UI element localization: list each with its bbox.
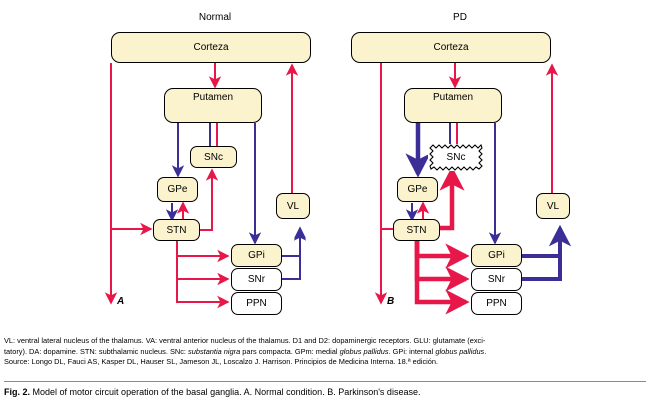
node-corteza-a[interactable]: Corteza bbox=[111, 32, 311, 63]
node-snc-a[interactable]: SNc bbox=[190, 146, 237, 168]
footnote-line-1: VL: ventral lateral nucleus of the thala… bbox=[4, 336, 646, 347]
node-label: VL bbox=[546, 200, 560, 212]
node-putamen-a[interactable]: Putamen bbox=[164, 88, 262, 123]
node-putamen-b[interactable]: Putamen bbox=[404, 88, 502, 123]
panel-b-title: PD bbox=[453, 12, 467, 23]
node-label: STN bbox=[166, 224, 187, 236]
source-text: Source: Longo DL, Fauci AS, Kasper DL, H… bbox=[4, 357, 439, 367]
footnote-text: . GPi: internal bbox=[388, 346, 436, 356]
panel-b-letter: B bbox=[387, 296, 395, 307]
node-gpe-b[interactable]: GPe bbox=[397, 177, 438, 202]
node-label: VL bbox=[286, 200, 300, 212]
node-vl-b[interactable]: VL bbox=[536, 193, 570, 219]
node-snr-b[interactable]: SNr bbox=[471, 268, 522, 291]
node-label: GPi bbox=[248, 250, 265, 261]
node-label: Putamen bbox=[192, 92, 234, 103]
footnote-italic: substantia nigra bbox=[188, 346, 241, 356]
node-label: SNr bbox=[247, 274, 266, 285]
footnote-text: . bbox=[484, 346, 487, 356]
abbreviations-footnote: VL: ventral lateral nucleus of the thala… bbox=[4, 336, 646, 368]
figure-caption: Fig. 2. Model of motor circuit operation… bbox=[4, 386, 646, 399]
node-snr-a[interactable]: SNr bbox=[231, 268, 282, 291]
jagged-border-icon bbox=[429, 144, 483, 171]
node-label: PPN bbox=[246, 298, 267, 309]
panel-a-title: Normal bbox=[198, 12, 232, 23]
node-gpi-b[interactable]: GPi bbox=[471, 244, 522, 267]
node-label: GPe bbox=[167, 184, 188, 195]
footnote-line-2: tatory). DA: dopamine. STN: subthalamic … bbox=[4, 347, 646, 358]
node-ppn-b[interactable]: PPN bbox=[471, 292, 522, 315]
node-label: Corteza bbox=[433, 42, 469, 53]
node-label: PPN bbox=[486, 298, 507, 309]
panel-a-wires bbox=[104, 63, 307, 309]
node-ppn-a[interactable]: PPN bbox=[231, 292, 282, 315]
node-stn-b[interactable]: STN bbox=[393, 219, 440, 241]
node-label: GPe bbox=[407, 184, 428, 195]
footnote-text: tatory). DA: dopamine. STN: subthalamic … bbox=[4, 346, 189, 356]
footnote-source-line: Source: Longo DL, Fauci AS, Kasper DL, H… bbox=[4, 357, 646, 368]
node-label: GPi bbox=[488, 250, 505, 261]
footnote-italic: globus pallidus bbox=[339, 346, 389, 356]
node-snc-b[interactable]: SNc bbox=[428, 144, 484, 171]
node-vl-a[interactable]: VL bbox=[276, 193, 310, 219]
node-label: Putamen bbox=[432, 92, 474, 103]
node-label: STN bbox=[406, 224, 427, 236]
node-label: Corteza bbox=[193, 42, 229, 53]
divider-top bbox=[4, 381, 646, 382]
node-corteza-b[interactable]: Corteza bbox=[351, 32, 551, 63]
footnote-text: pars compacta. GPm: medial bbox=[240, 346, 340, 356]
node-gpi-a[interactable]: GPi bbox=[231, 244, 282, 267]
panel-a-letter: A bbox=[117, 296, 125, 307]
footnote-text: VL: ventral lateral nucleus of the thala… bbox=[4, 336, 486, 345]
caption-text: Model of motor circuit operation of the … bbox=[32, 387, 421, 397]
node-gpe-a[interactable]: GPe bbox=[157, 177, 198, 202]
node-label: SNc bbox=[204, 151, 223, 163]
node-label: SNc bbox=[446, 152, 466, 163]
node-stn-a[interactable]: STN bbox=[153, 219, 200, 241]
node-label: SNr bbox=[487, 274, 506, 285]
caption-label: Fig. 2. bbox=[4, 387, 31, 397]
footnote-italic: globus pallidus bbox=[435, 346, 485, 356]
